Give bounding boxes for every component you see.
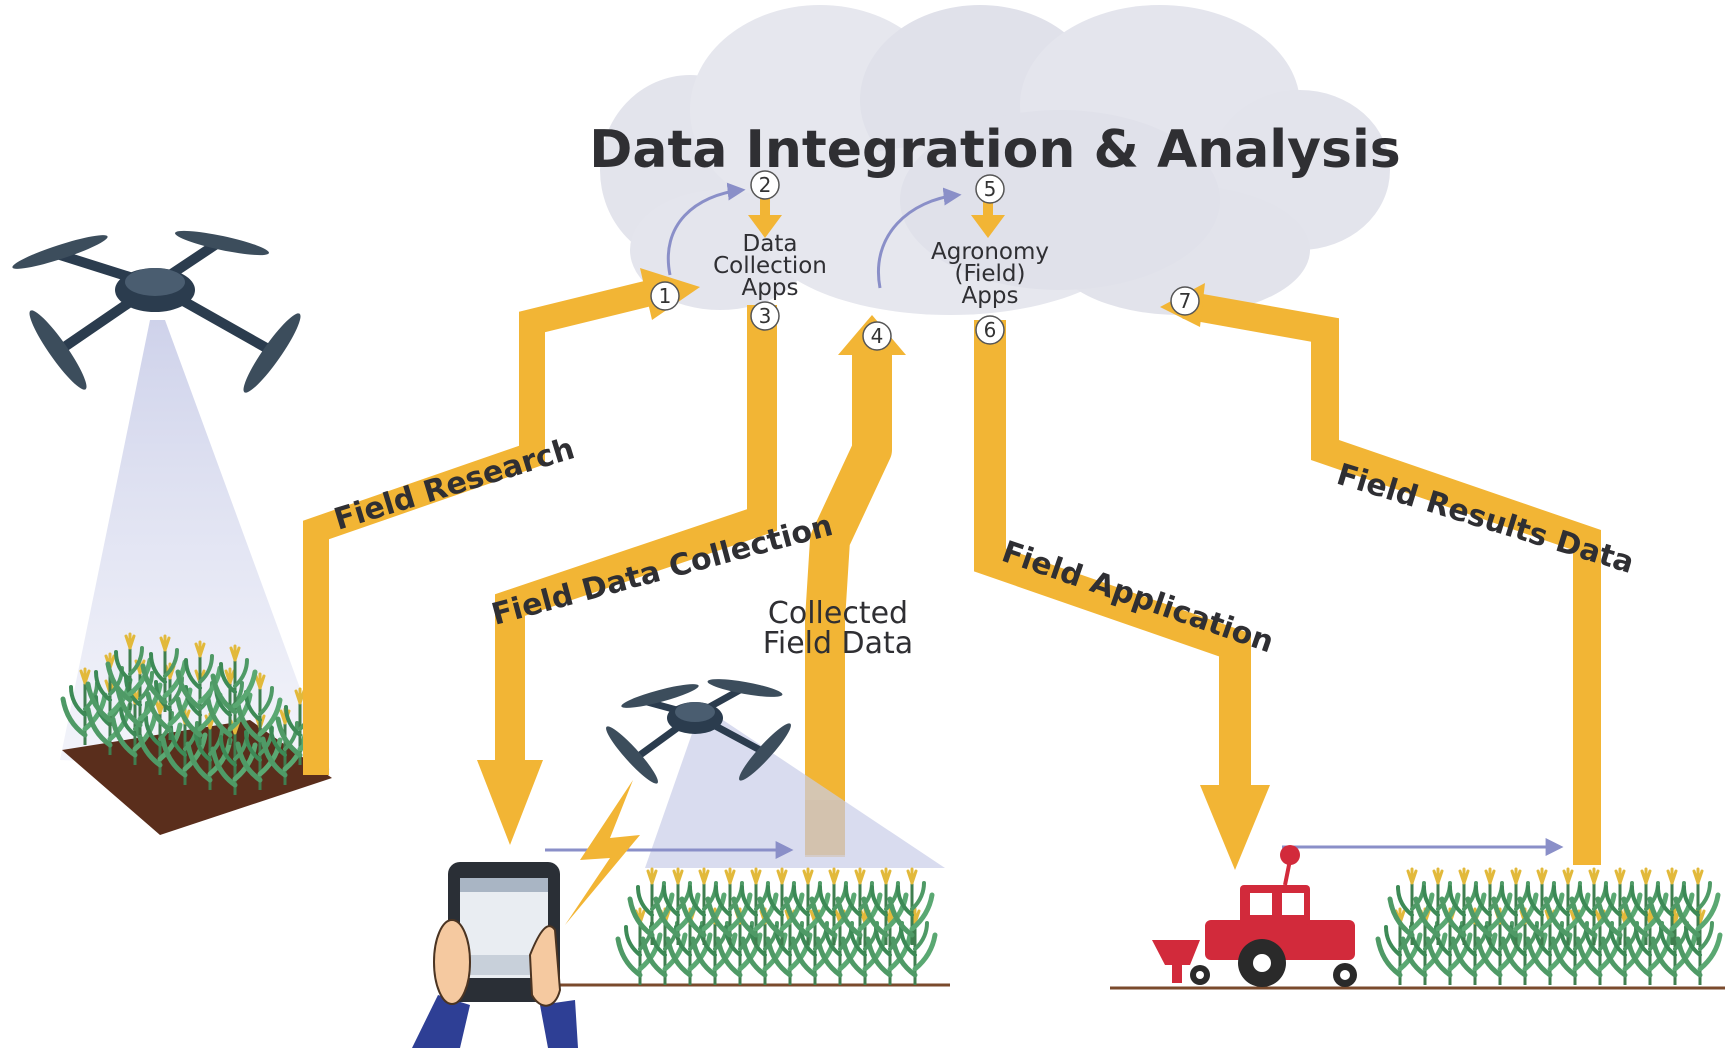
label-field-results-data: Field Results Data	[1333, 457, 1638, 581]
corn-crop-icon	[1378, 869, 1720, 985]
step-badge-2: 2	[750, 170, 780, 200]
step-badge-1: 1	[650, 281, 680, 311]
diagram-title: Data Integration & Analysis	[589, 120, 1401, 180]
connector-1-2	[666, 182, 746, 276]
app-label-line: Agronomy	[931, 239, 1049, 265]
step-badge-6: 6	[975, 315, 1005, 345]
tablet-icon	[412, 862, 578, 1048]
step-badge-4: 4	[862, 321, 892, 351]
crop-field-left	[62, 634, 332, 835]
connector-4-5	[877, 187, 962, 289]
drone-icon	[12, 230, 301, 393]
label-field-application: Field Application	[997, 534, 1278, 660]
step-number: 2	[759, 173, 772, 197]
step-number: 3	[759, 304, 772, 328]
cloud	[600, 5, 1390, 315]
app-label-line: (Field)	[954, 261, 1025, 287]
arrow-step-5	[971, 198, 1005, 238]
step-badge-7: 7	[1170, 286, 1200, 316]
lightning-icon	[565, 780, 640, 925]
arrow-collected-field-data	[805, 315, 906, 857]
step-badge-3: 3	[750, 301, 780, 331]
app-label-line: Apps	[962, 283, 1019, 309]
step-number: 1	[659, 284, 672, 308]
step-number: 6	[984, 318, 997, 342]
app-label-line: Apps	[742, 275, 799, 301]
app-label-line: Data	[743, 231, 798, 257]
arrow-field-application	[974, 320, 1270, 870]
agronomy-apps-label: Agronomy (Field) Apps	[931, 239, 1049, 309]
data-collection-apps-label: Data Collection Apps	[713, 231, 827, 301]
step-number: 4	[871, 324, 884, 348]
arrow-step-2	[748, 198, 782, 238]
label-collected-field-data: Field Data	[763, 626, 913, 661]
corn-crop-icon	[618, 869, 935, 985]
tractor-icon	[1110, 845, 1430, 990]
drone-icon	[606, 679, 791, 784]
crop-field-middle	[560, 869, 950, 985]
drone-beam-left	[60, 320, 330, 770]
arrow-field-data-collection	[477, 305, 777, 845]
label-field-research: Field Research	[330, 431, 579, 537]
drone-beam-middle	[645, 718, 945, 868]
app-label-line: Collection	[713, 253, 827, 279]
step-badge-5: 5	[975, 174, 1005, 204]
crop-field-right	[1378, 869, 1725, 990]
step-number: 5	[984, 177, 997, 201]
label-collected-field-data: Collected	[768, 596, 908, 631]
step-number: 7	[1179, 289, 1192, 313]
